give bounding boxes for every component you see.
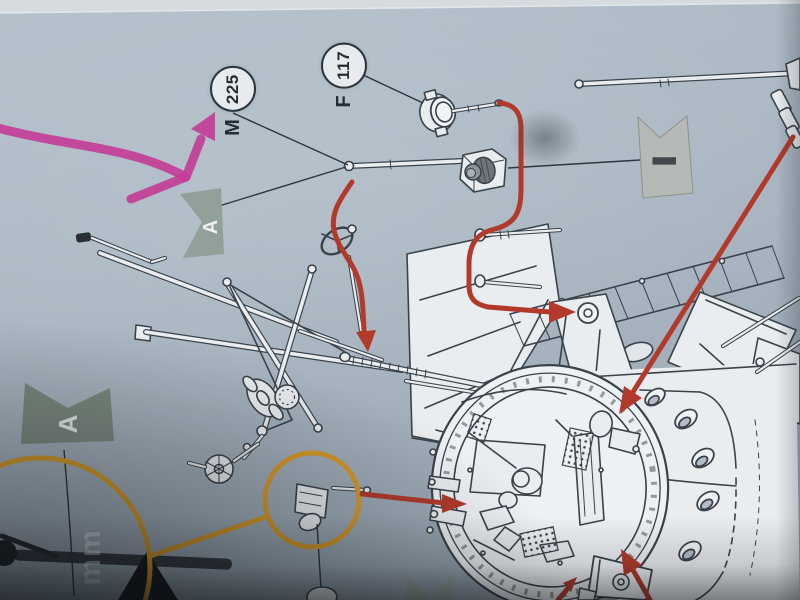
pink-marker-arrow bbox=[0, 112, 215, 204]
decal-flag-a-top: A bbox=[180, 188, 224, 258]
part-number-circle: 225 bbox=[210, 66, 256, 113]
scale-watermark-text: mm bbox=[74, 528, 107, 586]
decal-flag-a-left: A bbox=[21, 383, 114, 444]
flag-letter: A bbox=[200, 220, 222, 234]
axle-rod-part bbox=[343, 148, 507, 193]
part-number: 117 bbox=[334, 50, 353, 80]
part-callout-f117: F 117 bbox=[321, 42, 367, 108]
part-number-circle: 117 bbox=[321, 42, 367, 89]
part-callout-m225: M 225 bbox=[210, 66, 256, 136]
part-number: 225 bbox=[223, 74, 242, 105]
sprue-letter: F bbox=[332, 95, 355, 108]
flag-letter: A bbox=[53, 414, 83, 433]
flag-shape bbox=[21, 383, 114, 444]
searchlight-plug-part bbox=[419, 88, 504, 138]
page-top-edge bbox=[0, 0, 800, 14]
towbar-linkage-drawing bbox=[75, 224, 405, 484]
decal-flag-i: I bbox=[637, 115, 694, 199]
sprue-letter: M bbox=[221, 119, 244, 136]
flag-letter: I bbox=[649, 157, 682, 165]
shadow-silhouettes bbox=[0, 533, 232, 600]
decal-flag-bottom-cut bbox=[406, 575, 454, 600]
